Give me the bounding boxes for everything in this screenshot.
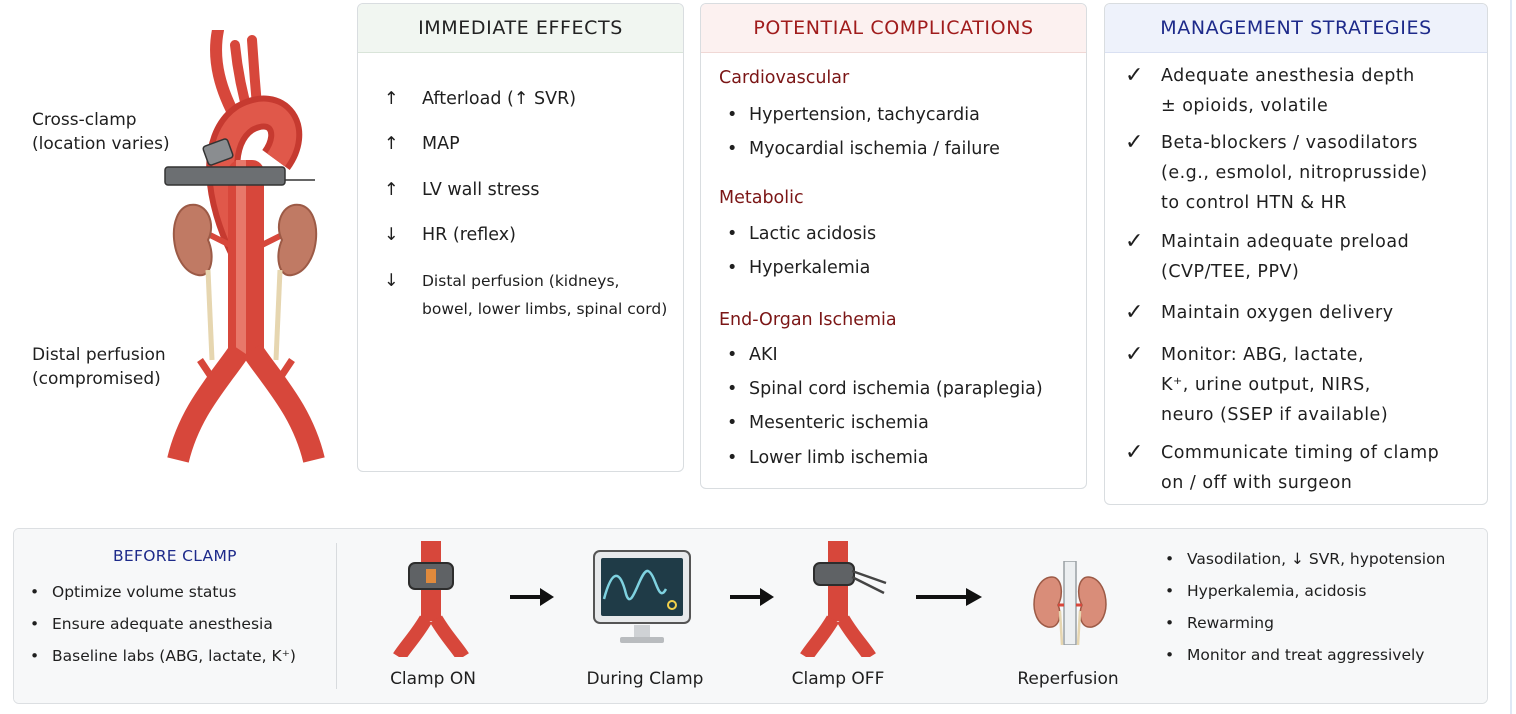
complication-item: •Hyperkalemia (727, 258, 871, 278)
monitor-icon (593, 550, 691, 643)
stage-label: Clamp ON (390, 669, 476, 689)
effect-item: ↓HR (reflex) (384, 225, 516, 245)
arrow-right-icon (510, 588, 554, 606)
management-item: Adequate anesthesia depth± opioids, vola… (1161, 66, 1415, 116)
management-panel: MANAGEMENT STRATEGIES ✓ Adequate anesthe… (1104, 3, 1488, 505)
stage-label: During Clamp (586, 669, 704, 689)
complications-panel: POTENTIAL COMPLICATIONS Cardiovascular •… (700, 3, 1087, 489)
check-icon: ✓ (1125, 342, 1144, 367)
management-title: MANAGEMENT STRATEGIES (1105, 4, 1487, 53)
before-clamp-title: BEFORE CLAMP (113, 547, 237, 565)
complication-group-end-organ: End-Organ Ischemia (719, 310, 897, 330)
effect-item: ↑LV wall stress (384, 180, 540, 200)
reperfusion-item: •Rewarming (1165, 614, 1274, 632)
complication-item: •Lower limb ischemia (727, 448, 929, 468)
complication-item: •Myocardial ischemia / failure (727, 139, 1000, 159)
management-item: Monitor: ABG, lactate,K⁺, urine output, … (1161, 345, 1389, 425)
reperfusion-item: •Vasodilation, ↓ SVR, hypotension (1165, 550, 1446, 568)
clamp-on-icon (393, 541, 469, 657)
reperfusion-item: •Monitor and treat aggressively (1165, 646, 1425, 664)
complication-group-metabolic: Metabolic (719, 188, 804, 208)
stage-label: Reperfusion (1017, 669, 1119, 689)
check-icon: ✓ (1125, 300, 1144, 325)
before-clamp-item: •Optimize volume status (30, 583, 237, 601)
before-clamp-item: •Ensure adequate anesthesia (30, 615, 273, 633)
complication-item: •Lactic acidosis (727, 224, 877, 244)
arrow-right-icon (916, 588, 982, 606)
complication-item: •Mesenteric ischemia (727, 413, 929, 433)
stage-label: Clamp OFF (791, 669, 885, 689)
complication-group-cardiovascular: Cardiovascular (719, 68, 850, 88)
complications-title: POTENTIAL COMPLICATIONS (701, 4, 1086, 53)
check-icon: ✓ (1125, 440, 1144, 465)
effect-item: ↑MAP (384, 134, 460, 154)
immediate-effects-title: IMMEDIATE EFFECTS (358, 4, 683, 53)
distal-perfusion-label: Distal perfusion (compromised) (32, 345, 166, 389)
complication-item: •Spinal cord ischemia (paraplegia) (727, 379, 1043, 399)
management-item: Maintain adequate preload(CVP/TEE, PPV) (1161, 232, 1410, 282)
scrollbar-track[interactable] (1510, 0, 1512, 714)
kidneys-icon (1033, 561, 1107, 645)
cross-clamp-label: Cross-clamp (location varies) (32, 110, 170, 154)
check-icon: ✓ (1125, 63, 1144, 88)
check-icon: ✓ (1125, 130, 1144, 155)
effect-item-continued: bowel, lower limbs, spinal cord) (422, 300, 668, 318)
management-item: Maintain oxygen delivery (1161, 303, 1394, 323)
aorta-illustration (164, 30, 325, 463)
divider (336, 543, 337, 689)
check-icon: ✓ (1125, 229, 1144, 254)
effect-item: ↑Afterload (↑ SVR) (384, 89, 577, 109)
timeline-panel: BEFORE CLAMP •Optimize volume status •En… (13, 528, 1488, 704)
management-item: Beta-blockers / vasodilators(e.g., esmol… (1161, 133, 1428, 213)
before-clamp-item: •Baseline labs (ABG, lactate, K⁺) (30, 647, 296, 665)
effect-item: ↓Distal perfusion (kidneys, (384, 271, 620, 291)
complication-item: •Hypertension, tachycardia (727, 105, 980, 125)
immediate-effects-panel: IMMEDIATE EFFECTS ↑Afterload (↑ SVR) ↑MA… (357, 3, 684, 472)
arrow-right-icon (730, 588, 774, 606)
clamp-off-icon (800, 541, 887, 657)
complication-item: •AKI (727, 345, 778, 365)
reperfusion-item: •Hyperkalemia, acidosis (1165, 582, 1367, 600)
